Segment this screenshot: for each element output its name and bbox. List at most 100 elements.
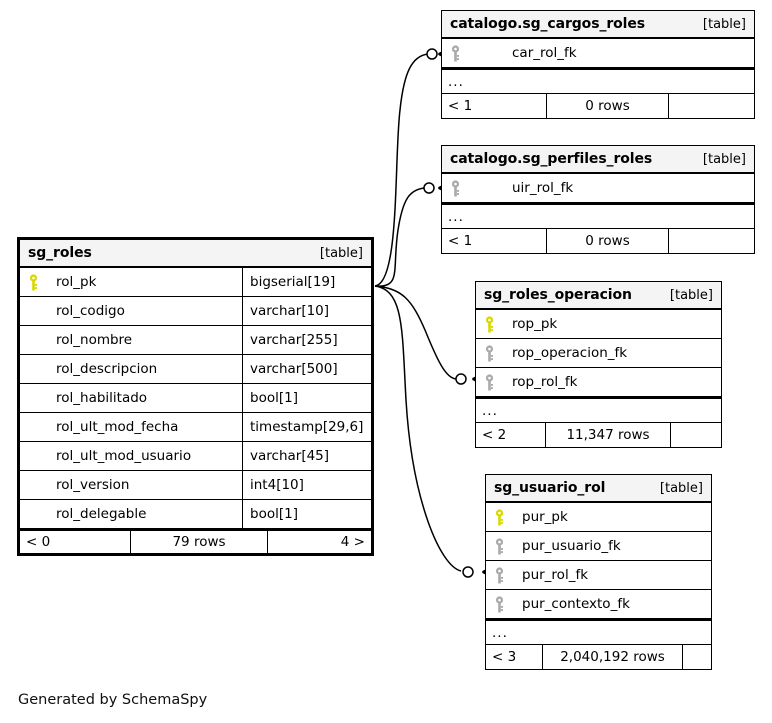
table-type-tag: [table]	[319, 245, 363, 261]
column-type: varchar[500]	[250, 361, 338, 377]
primary-key-icon	[476, 315, 502, 333]
table-row[interactable]: car_rol_fk	[442, 39, 754, 68]
table-catalogo-sg-perfiles-roles[interactable]: catalogo.sg_perfiles_roles [table] uir_r…	[441, 145, 755, 254]
table-row[interactable]: rol_pk bigserial[19]	[20, 268, 371, 297]
cardinality-zero-marker	[462, 566, 474, 578]
table-footer-cargos-roles: < 1 0 rows	[442, 94, 754, 118]
footer-row-count: 0 rows	[547, 229, 669, 253]
table-title: sg_usuario_rol	[494, 480, 606, 496]
column-name: pur_contexto_fk	[522, 596, 630, 612]
column-type: bool[1]	[250, 390, 298, 406]
table-row[interactable]: rop_rol_fk	[476, 368, 721, 397]
table-row[interactable]: rop_operacion_fk	[476, 339, 721, 368]
table-title: catalogo.sg_cargos_roles	[450, 16, 645, 32]
column-name: rol_descripcion	[56, 361, 158, 377]
column-type: varchar[10]	[250, 303, 330, 319]
table-title: catalogo.sg_perfiles_roles	[450, 151, 653, 167]
footer-children-count[interactable]	[669, 229, 754, 253]
column-name: rol_ult_mod_usuario	[56, 448, 192, 464]
table-type-tag: [table]	[702, 16, 746, 32]
footer-children-count[interactable]	[671, 423, 721, 447]
column-type: varchar[45]	[250, 448, 330, 464]
table-title: sg_roles	[28, 245, 92, 261]
primary-key-icon	[20, 273, 46, 291]
footer-parents-count[interactable]: < 1	[442, 94, 547, 118]
table-row[interactable]: rol_ult_mod_fecha timestamp[29,6]	[20, 413, 371, 442]
table-row[interactable]: rol_version int4[10]	[20, 471, 371, 500]
column-name: rop_operacion_fk	[512, 345, 628, 361]
table-row[interactable]: pur_usuario_fk	[486, 532, 711, 561]
generated-by-label: Generated by SchemaSpy	[18, 692, 208, 708]
primary-key-icon	[486, 508, 512, 526]
table-type-tag: [table]	[659, 480, 703, 496]
column-name: uir_rol_fk	[512, 180, 574, 196]
table-header-roles-operacion: sg_roles_operacion [table]	[476, 282, 721, 310]
column-name: pur_usuario_fk	[522, 538, 621, 554]
more-columns-indicator: ...	[476, 397, 721, 423]
footer-row-count: 11,347 rows	[546, 423, 671, 447]
table-header-perfiles-roles: catalogo.sg_perfiles_roles [table]	[442, 146, 754, 174]
column-name: car_rol_fk	[512, 45, 577, 61]
table-sg-roles[interactable]: sg_roles [table] rol_pk bigserial[19]	[17, 237, 374, 556]
table-row[interactable]: rol_habilitado bool[1]	[20, 384, 371, 413]
table-sg-usuario-rol[interactable]: sg_usuario_rol [table] pur_pk	[485, 474, 712, 670]
footer-children-count[interactable]: 4 >	[340, 534, 365, 550]
table-footer-perfiles-roles: < 1 0 rows	[442, 229, 754, 253]
cardinality-zero-marker	[423, 182, 435, 194]
table-row[interactable]: rol_descripcion varchar[500]	[20, 355, 371, 384]
foreign-key-icon	[486, 566, 512, 584]
table-row[interactable]: pur_pk	[486, 503, 711, 532]
table-row[interactable]: pur_rol_fk	[486, 561, 711, 590]
edge-sg-roles-to-usuario-rol	[374, 285, 497, 580]
edge-sg-roles-to-roles-operacion	[374, 285, 487, 387]
column-type: int4[10]	[250, 477, 304, 493]
column-name: rop_rol_fk	[512, 374, 578, 390]
column-name: rol_nombre	[56, 332, 133, 348]
footer-parents-count[interactable]: < 1	[442, 229, 547, 253]
more-columns-indicator: ...	[486, 619, 711, 645]
footer-parents-count[interactable]: < 0	[20, 531, 131, 553]
table-row[interactable]: rol_codigo varchar[10]	[20, 297, 371, 326]
more-columns-indicator: ...	[442, 68, 754, 94]
table-footer-sg-roles: < 0 79 rows 4 >	[20, 529, 371, 553]
table-type-tag: [table]	[702, 151, 746, 167]
table-type-tag: [table]	[669, 287, 713, 303]
table-sg-roles-operacion[interactable]: sg_roles_operacion [table] rop_pk	[475, 281, 722, 448]
footer-row-count: 79 rows	[131, 531, 268, 553]
footer-parents-count[interactable]: < 2	[476, 423, 546, 447]
column-type: bool[1]	[250, 506, 298, 522]
table-row[interactable]: rop_pk	[476, 310, 721, 339]
footer-row-count: 0 rows	[547, 94, 669, 118]
column-type: bigserial[19]	[250, 274, 336, 290]
cardinality-zero-marker	[426, 48, 438, 60]
column-name: rol_pk	[56, 274, 97, 290]
table-catalogo-sg-cargos-roles[interactable]: catalogo.sg_cargos_roles [table] car_rol…	[441, 10, 755, 119]
foreign-key-icon	[476, 373, 502, 391]
column-name: rol_habilitado	[56, 390, 148, 406]
column-name: rol_version	[56, 477, 130, 493]
table-row[interactable]: pur_contexto_fk	[486, 590, 711, 619]
table-header-cargos-roles: catalogo.sg_cargos_roles [table]	[442, 11, 754, 39]
column-name: rop_pk	[512, 316, 558, 332]
table-footer-roles-operacion: < 2 11,347 rows	[476, 423, 721, 447]
foreign-key-icon	[486, 595, 512, 613]
foreign-key-icon	[486, 537, 512, 555]
footer-children-count[interactable]	[669, 94, 754, 118]
footer-parents-count[interactable]: < 3	[486, 645, 543, 669]
table-header-sg-roles: sg_roles [table]	[20, 240, 371, 268]
footer-children-count[interactable]	[683, 645, 711, 669]
column-name: rol_codigo	[56, 303, 125, 319]
table-footer-usuario-rol: < 3 2,040,192 rows	[486, 645, 711, 669]
column-type: timestamp[29,6]	[250, 419, 364, 435]
edge-sg-roles-to-cargos-roles	[374, 46, 453, 287]
column-name: pur_rol_fk	[522, 567, 589, 583]
table-row[interactable]: uir_rol_fk	[442, 174, 754, 203]
foreign-key-icon	[476, 344, 502, 362]
table-row[interactable]: rol_nombre varchar[255]	[20, 326, 371, 355]
footer-row-count: 2,040,192 rows	[543, 645, 683, 669]
edge-sg-roles-to-perfiles-roles	[374, 180, 453, 287]
table-row[interactable]: rol_delegable bool[1]	[20, 500, 371, 529]
table-title: sg_roles_operacion	[484, 287, 632, 303]
table-row[interactable]: rol_ult_mod_usuario varchar[45]	[20, 442, 371, 471]
